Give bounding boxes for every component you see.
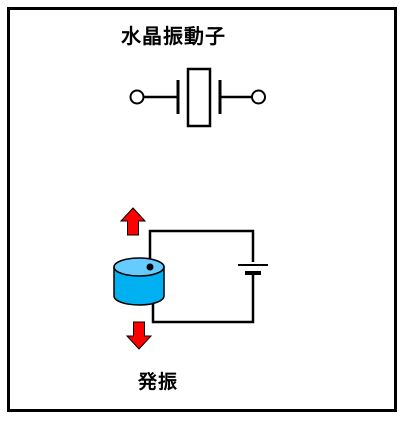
up-arrow-icon xyxy=(119,207,147,236)
bottom-wire xyxy=(151,274,255,324)
top-wire xyxy=(148,229,255,265)
crystal-element xyxy=(186,67,212,128)
crystal-disc-body xyxy=(113,266,165,306)
battery-symbol xyxy=(238,264,268,275)
crystal-disc xyxy=(113,257,165,306)
right-terminal xyxy=(251,89,266,105)
down-arrow-icon xyxy=(125,321,153,350)
diagram-frame xyxy=(7,7,397,412)
electrode-dot xyxy=(146,263,154,271)
crystal-symbol xyxy=(129,67,266,128)
left-terminal xyxy=(129,89,145,105)
circuit-wires xyxy=(148,229,255,324)
diagram-caption: 発振 xyxy=(138,371,179,393)
diagram-title: 水晶振動子 xyxy=(121,24,226,48)
crystal-disc-top xyxy=(113,257,165,277)
